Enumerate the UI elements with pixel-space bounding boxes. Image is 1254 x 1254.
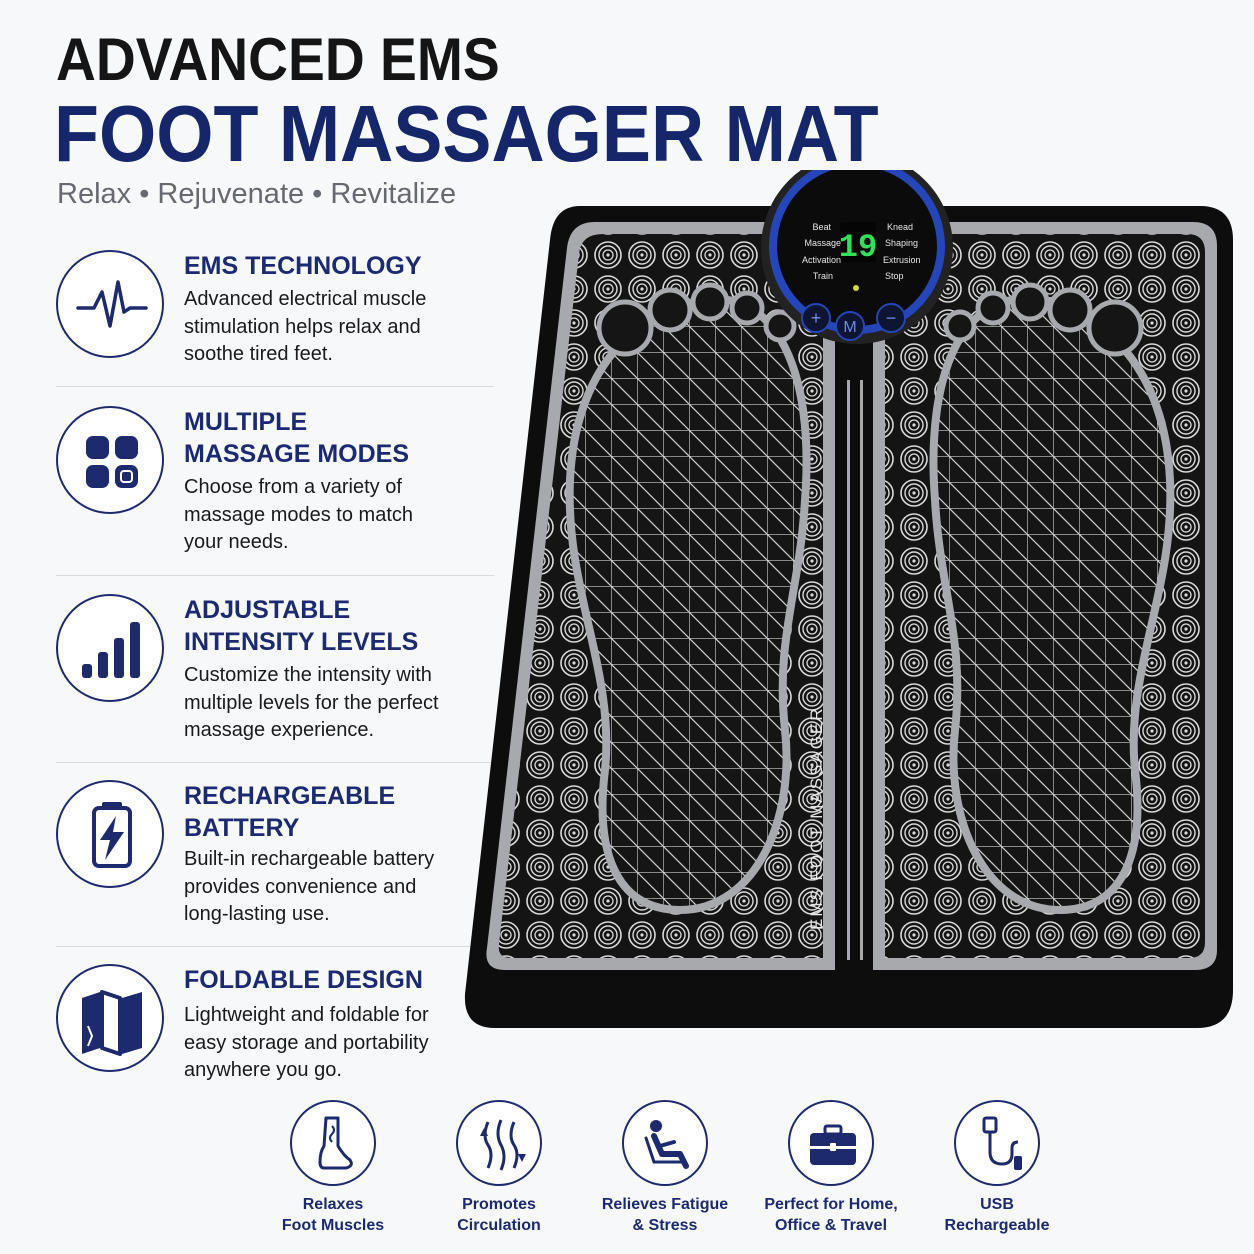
battery-bolt-icon [56,780,164,888]
benefit-relieves-fatigue: Relieves Fatigue & Stress [580,1100,750,1236]
feature-description: Choose from a variety of massage modes t… [184,476,413,553]
feature-massage-modes: MULTIPLE MASSAGE MODES Choose from a var… [56,406,496,566]
feature-description: Customize the intensity with multiple le… [184,664,439,741]
benefit-label: Relieves Fatigue & Stress [601,1196,729,1234]
mode-label: Shaping [885,238,918,248]
divider [56,946,494,947]
feature-foldable-design: FOLDABLE DESIGN Lightweight and foldable… [56,964,496,1094]
feature-title: FOLDABLE DESIGN [184,966,423,994]
digital-display [840,222,876,262]
pulse-icon [56,250,164,358]
mode-label: Stop [885,271,904,281]
tagline: Relax • Rejuvenate • Revitalize [57,178,457,210]
divider [56,386,494,387]
mode-button[interactable]: M [835,311,865,341]
mode-label: Extrusion [883,255,921,265]
briefcase-icon [788,1100,874,1186]
foot-icon [290,1100,376,1186]
divider [56,575,494,576]
circulation-icon [456,1100,542,1186]
headline-line-2: FOOT MASSAGER MAT [54,89,879,178]
benefit-relaxes-foot-muscles: Relaxes Foot Muscles [248,1100,418,1236]
benefit-label: Relaxes Foot Muscles [281,1196,385,1234]
mode-label: Activation [802,255,841,265]
feature-title: RECHARGEABLE BATTERY [184,782,396,842]
mode-label: Train [813,271,833,281]
benefit-promotes-circulation: Promotes Circulation [414,1100,584,1236]
button-glyph: + [811,308,822,328]
mode-label: Beat [812,222,831,232]
reclining-person-icon [622,1100,708,1186]
button-glyph: − [886,308,897,328]
foot-massager-mat-image: EMS FOOT MASSAGER 19 Beat Massage Activa… [464,170,1234,1028]
button-glyph: M [843,319,856,336]
mode-label: Massage [804,238,841,248]
feature-description: Built-in rechargeable battery provides c… [184,848,435,925]
minus-button[interactable]: − [876,303,906,333]
intensity-display-value: 19 [839,229,877,266]
benefit-usb-rechargeable: USB Rechargeable [912,1100,1082,1236]
feature-rechargeable-battery: RECHARGEABLE BATTERY Built-in rechargeab… [56,780,496,940]
benefit-home-office-travel: Perfect for Home, Office & Travel [746,1100,916,1236]
feature-ems-technology: EMS TECHNOLOGY Advanced electrical muscl… [56,250,496,370]
modes-grid-icon [56,406,164,514]
folded-map-icon [56,964,164,1072]
plus-button[interactable]: + [801,303,831,333]
signal-bars-icon [56,594,164,702]
benefit-label: USB Rechargeable [944,1196,1050,1234]
mode-label: Knead [887,222,913,232]
feature-intensity-levels: ADJUSTABLE INTENSITY LEVELS Customize th… [56,594,496,754]
feature-title: MULTIPLE MASSAGE MODES [184,408,410,468]
feature-title: ADJUSTABLE INTENSITY LEVELS [184,596,419,656]
divider [56,762,494,763]
feature-description: Lightweight and foldable for easy storag… [184,1004,429,1081]
feature-title: EMS TECHNOLOGY [184,252,422,280]
feature-description: Advanced electrical muscle stimulation h… [184,288,427,365]
mat-label: EMS FOOT MASSAGER [807,706,826,930]
control-unit: 19 Beat Massage Activation Train Knead S… [761,170,953,344]
usb-cable-icon [954,1100,1040,1186]
benefit-label: Promotes Circulation [457,1196,541,1234]
benefit-label: Perfect for Home, Office & Travel [764,1196,898,1234]
headline-line-1: ADVANCED EMS [56,26,500,93]
